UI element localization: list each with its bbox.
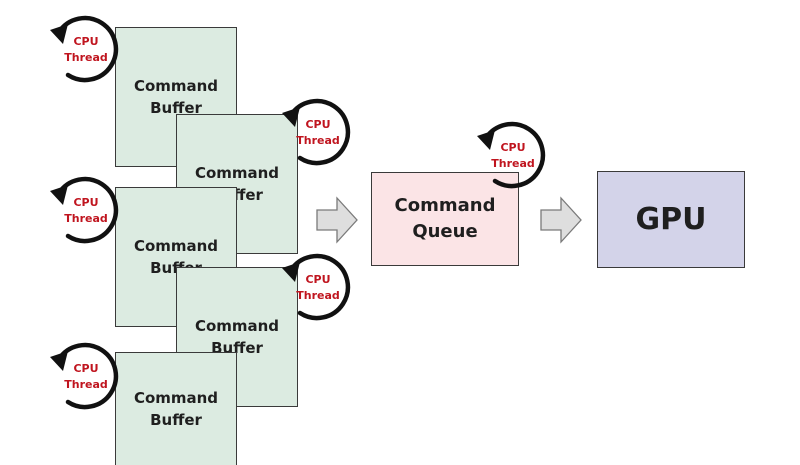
cpu-thread-label: CPU Thread bbox=[491, 141, 535, 170]
circular-arrow-icon bbox=[50, 342, 119, 410]
circular-arrow-icon bbox=[50, 15, 119, 83]
cpu-thread-label: CPU Thread bbox=[64, 362, 108, 391]
arrow-right-icon bbox=[540, 196, 582, 244]
cpu-thread-label: CPU Thread bbox=[296, 118, 340, 147]
cpu-thread-2: CPU Thread bbox=[280, 95, 356, 171]
cpu-thread-4: CPU Thread bbox=[48, 173, 124, 249]
command-buffer-label: Command Buffer bbox=[133, 77, 219, 117]
circular-arrow-icon bbox=[282, 253, 351, 321]
command-buffer-4: Command Buffer bbox=[176, 267, 298, 407]
cpu-thread-1: CPU Thread bbox=[48, 12, 124, 88]
command-buffer-label: Command Buffer bbox=[133, 389, 219, 429]
cpu-thread-label: CPU Thread bbox=[296, 273, 340, 302]
cpu-thread-label: CPU Thread bbox=[64, 35, 108, 64]
circular-arrow-icon bbox=[50, 176, 119, 244]
cpu-thread-6: CPU Thread bbox=[48, 339, 124, 415]
cpu-thread-label: CPU Thread bbox=[64, 196, 108, 225]
circular-arrow-icon bbox=[282, 98, 351, 166]
cpu-thread-3: CPU Thread bbox=[475, 118, 551, 194]
gpu-label: GPU bbox=[635, 202, 707, 237]
gpu-box: GPU bbox=[597, 171, 745, 268]
command-queue-label: Command Queue bbox=[394, 195, 496, 242]
circular-arrow-icon bbox=[477, 121, 546, 189]
command-buffer-5: Command Buffer bbox=[115, 352, 237, 465]
cpu-thread-5: CPU Thread bbox=[280, 250, 356, 326]
arrow-right-icon bbox=[316, 196, 358, 244]
command-queue: Command Queue bbox=[371, 172, 519, 266]
